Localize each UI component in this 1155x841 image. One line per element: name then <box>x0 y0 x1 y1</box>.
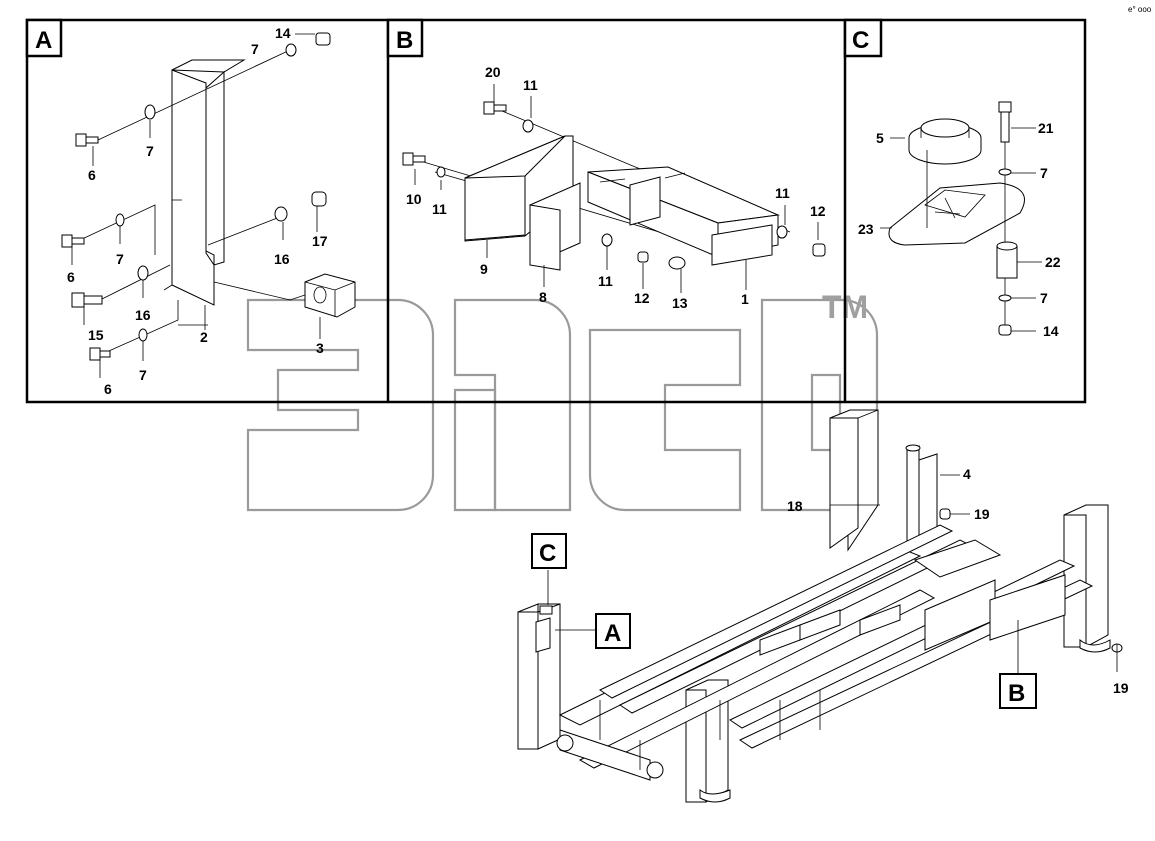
panel-a-drawing <box>61 32 356 378</box>
label-a6b: 6 <box>67 269 75 285</box>
panel-label-c: C <box>843 18 883 58</box>
label-b1: 1 <box>741 291 749 307</box>
label-a2: 2 <box>200 329 208 345</box>
label-c14: 14 <box>1043 323 1059 339</box>
label-a7b: 7 <box>146 143 154 159</box>
bolt-icon <box>71 292 85 308</box>
label-a7d: 7 <box>139 367 147 383</box>
label-b10: 10 <box>406 191 422 207</box>
panel-label-a: A <box>25 18 63 58</box>
label-c7b: 7 <box>1040 290 1048 306</box>
label-m18: 18 <box>787 498 803 514</box>
label-a14: 14 <box>275 25 291 41</box>
label-a7c: 7 <box>116 251 124 267</box>
label-b13: 13 <box>672 295 688 311</box>
detail-frame <box>25 18 1087 404</box>
label-b11c: 11 <box>775 185 790 201</box>
callout-c: C <box>531 533 567 569</box>
panel-label-b: B <box>386 18 424 58</box>
label-b12a: 12 <box>810 203 826 219</box>
svg-text:B: B <box>396 27 413 54</box>
callout-a: A <box>595 613 631 649</box>
label-c7a: 7 <box>1040 165 1048 181</box>
svg-text:A: A <box>604 620 621 647</box>
bolt-icon <box>89 347 101 361</box>
label-c22: 22 <box>1045 254 1061 270</box>
label-m19a: 19 <box>974 506 990 522</box>
svg-text:B: B <box>1008 680 1025 707</box>
svg-text:C: C <box>539 540 556 567</box>
rubber-block <box>304 273 356 318</box>
label-b12b: 12 <box>634 290 650 306</box>
label-b11d: 11 <box>598 273 613 289</box>
label-c5: 5 <box>876 130 884 146</box>
label-a15: 15 <box>88 327 104 343</box>
panel-b-drawing <box>402 84 826 293</box>
callout-b: B <box>999 673 1037 709</box>
label-a6a: 6 <box>88 167 96 183</box>
label-a17: 17 <box>312 233 328 249</box>
corner-code: e° ooo <box>1128 5 1152 14</box>
label-c23: 23 <box>858 221 874 237</box>
washer-icon <box>144 104 156 120</box>
part-number-labels: 14 7 7 6 17 16 7 6 15 16 2 3 6 7 20 11 1… <box>67 25 1129 696</box>
main-assembly <box>517 409 1123 803</box>
svg-text:C: C <box>852 27 869 54</box>
label-a7a: 7 <box>251 41 259 57</box>
label-b9: 9 <box>480 261 488 277</box>
label-a16a: 16 <box>274 251 290 267</box>
svg-text:A: A <box>35 27 52 54</box>
label-m19b: 19 <box>1113 680 1129 696</box>
label-c21: 21 <box>1038 120 1054 136</box>
label-b20: 20 <box>485 64 501 80</box>
label-b11a: 11 <box>523 77 538 93</box>
watermark-logo: TM <box>246 289 879 512</box>
label-a3: 3 <box>316 340 324 356</box>
label-a6c: 6 <box>104 381 112 397</box>
bolt-icon <box>75 133 87 147</box>
panel-c-drawing <box>880 101 1042 336</box>
label-b11b: 11 <box>432 201 447 217</box>
label-b8: 8 <box>539 289 547 305</box>
bolt-icon <box>61 234 73 248</box>
label-a16b: 16 <box>135 307 151 323</box>
label-m4: 4 <box>963 466 971 482</box>
nut-icon <box>315 32 331 46</box>
